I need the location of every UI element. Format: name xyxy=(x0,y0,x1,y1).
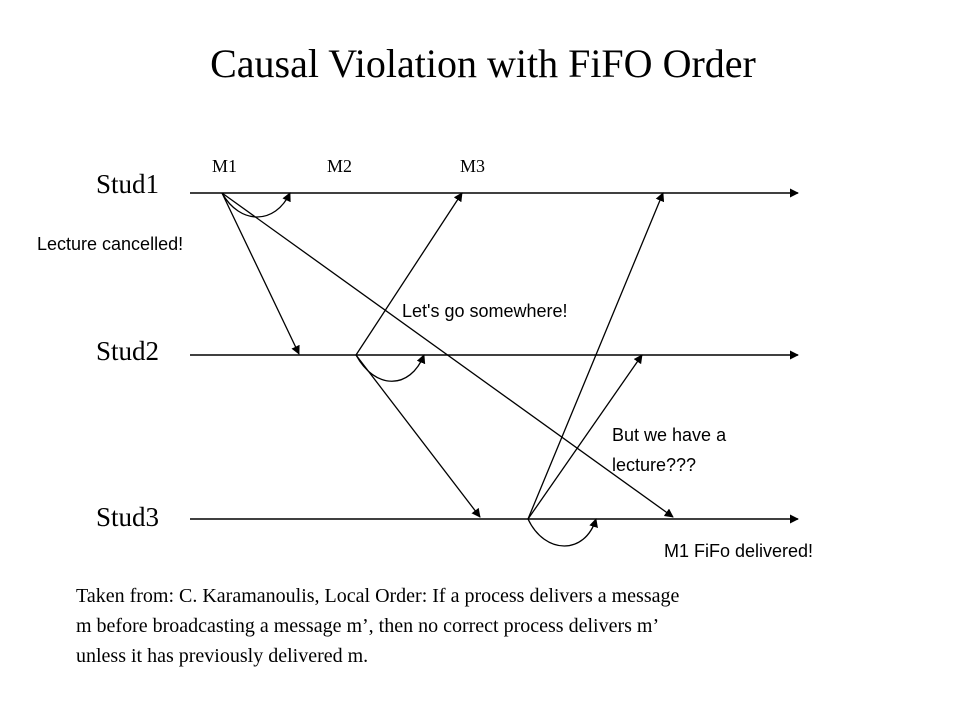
message-label-m3: M3 xyxy=(460,156,485,176)
annotation-but-we-have-line1: But we have a xyxy=(612,425,727,445)
process-label-stud3: Stud3 xyxy=(96,502,159,532)
annotation-lets-go: Let's go somewhere! xyxy=(402,301,568,321)
annotation-but-we-have-line2: lecture??? xyxy=(612,455,696,475)
source-citation-line1: Taken from: C. Karamanoulis, Local Order… xyxy=(76,585,680,607)
m3-self-delivery-arrow xyxy=(527,518,598,547)
message-label-m1: M1 xyxy=(212,156,237,176)
m1-self-delivery-arrow xyxy=(221,192,291,218)
m3-to-stud1-arrow xyxy=(527,192,665,520)
m2-to-stud3-arrow xyxy=(355,354,481,518)
annotation-m1-fifo-delivered: M1 FiFo delivered! xyxy=(664,541,813,561)
source-citation-line2: m before broadcasting a message m’, then… xyxy=(76,615,659,637)
m2-self-delivery-arrow xyxy=(355,354,426,382)
m2-to-stud1-arrow xyxy=(355,192,463,356)
m1-to-stud3-arrow xyxy=(221,192,674,518)
m1-to-stud2-arrow xyxy=(221,192,300,355)
process-label-stud1: Stud1 xyxy=(96,169,159,199)
m3-to-stud2-arrow xyxy=(527,354,643,520)
annotation-lecture-cancelled: Lecture cancelled! xyxy=(37,234,183,254)
process-label-stud2: Stud2 xyxy=(96,336,159,366)
message-label-m2: M2 xyxy=(327,156,352,176)
page-title: Causal Violation with FiFO Order xyxy=(210,41,756,86)
source-citation-line3: unless it has previously delivered m. xyxy=(76,645,368,667)
